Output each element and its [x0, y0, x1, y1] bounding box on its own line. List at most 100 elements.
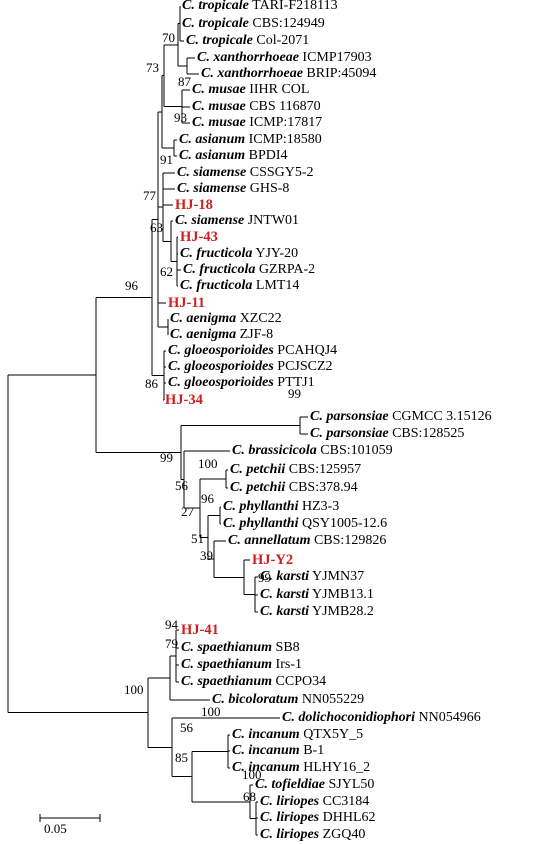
taxon-species-name: C. liriopes [260, 810, 320, 825]
bootstrap-value: 99 [258, 570, 271, 585]
bootstrap-value: 51 [191, 531, 204, 546]
taxon-strain-id: BPDI4 [248, 148, 288, 163]
taxon-label: C. siamense CSSGY5-2 [177, 165, 314, 181]
taxon-strain-id: Col-2071 [256, 33, 310, 48]
bootstrap-value: 99 [160, 450, 173, 465]
taxon-label: C. aenigma ZJF-8 [170, 327, 273, 343]
taxon-species-name: C. tropicale [186, 33, 253, 48]
bootstrap-value: 56 [175, 478, 188, 493]
taxon-species-name: C. brassicicola [232, 443, 317, 458]
taxon-species-name: C. phyllanthi [223, 499, 299, 514]
taxon-species-name: C. gloeosporioides [168, 359, 274, 374]
taxon-label: C. phyllanthi HZ3-3 [223, 499, 339, 515]
taxon-strain-id: HLHY16_2 [303, 760, 371, 775]
taxon-strain-id: ICMP:17817 [249, 115, 323, 130]
taxon-label: C. tropicale Col-2071 [186, 33, 309, 49]
taxon-species-name: C. musae [192, 82, 246, 97]
taxon-label: C. bicoloratum NN055229 [212, 692, 364, 708]
taxon-label: C. dolichoconidiophori NN054966 [282, 710, 481, 726]
bootstrap-value: 73 [146, 60, 159, 75]
taxon-label: C. liriopes CC3184 [260, 794, 369, 810]
taxon-label: C. aenigma XZC22 [170, 311, 282, 327]
taxon-species-name: C. siamense [175, 213, 245, 228]
bootstrap-value: 86 [145, 376, 158, 391]
taxon-species-name: C. phyllanthi [223, 516, 299, 531]
taxon-label: C. siamense GHS-8 [177, 181, 289, 197]
taxon-strain-id: YJMB28.2 [312, 604, 374, 619]
taxon-label: C. tofieldiae SJYL50 [255, 777, 374, 793]
taxon-species-name: C. liriopes [260, 827, 320, 842]
taxon-strain-id: HJ-Y2 [252, 552, 294, 568]
taxon-label: C. incanum QTX5Y_5 [232, 727, 363, 743]
taxon-label: C. liriopes ZGQ40 [260, 827, 365, 843]
taxon-strain-id: ICMP17903 [302, 50, 372, 65]
taxon-strain-id: HJ-41 [181, 622, 219, 638]
taxon-strain-id: ZJF-8 [239, 327, 274, 342]
taxon-species-name: C. incanum [232, 760, 300, 775]
bootstrap-value: 63 [150, 220, 163, 235]
taxon-label: C. musae IIHR COL [192, 82, 309, 98]
taxon-species-name: C. petchii [230, 462, 286, 477]
bootstrap-value: 100 [124, 682, 144, 697]
taxon-strain-id: PCAHQJ4 [277, 343, 338, 358]
bootstrap-value: 94 [165, 617, 178, 632]
taxon-label: C. musae ICMP:17817 [192, 115, 322, 131]
bootstrap-value: 27 [181, 504, 194, 519]
scale-bar-label: 0.05 [44, 821, 67, 836]
taxon-species-name: C. gloeosporioides [168, 343, 274, 358]
taxon-label: C. karsti YJMN37 [260, 569, 364, 585]
taxon-label: C. fructicola GZRPA-2 [183, 262, 315, 278]
taxon-strain-id: BRIP:45094 [306, 66, 377, 81]
taxon-label: C. spaethianum Irs-1 [181, 657, 302, 673]
taxon-species-name: C. liriopes [260, 794, 320, 809]
taxon-label: C. asianum ICMP:18580 [179, 132, 322, 148]
taxon-label: C. siamense JNTW01 [175, 213, 299, 229]
bootstrap-value: 68 [243, 789, 256, 804]
taxon-strain-id: XZC22 [239, 311, 282, 326]
bootstrap-value: 100 [198, 456, 218, 471]
taxon-strain-id: CBS:101059 [320, 443, 393, 458]
taxon-strain-id: LMT14 [255, 278, 300, 293]
taxon-label: C. musae CBS 116870 [192, 99, 321, 115]
bootstrap-value: 79 [165, 636, 178, 651]
bootstrap-value: 96 [125, 278, 138, 293]
taxon-strain-id: CGMCC 3.15126 [392, 409, 492, 424]
taxon-species-name: C. bicoloratum [212, 692, 299, 707]
taxon-species-name: C. siamense [177, 181, 247, 196]
bootstrap-value: 87 [178, 74, 191, 89]
bootstrap-value: 77 [143, 188, 156, 203]
taxon-strain-id: CBS:378.94 [288, 480, 358, 495]
taxon-strain-id: ZGQ40 [322, 827, 366, 842]
taxon-strain-id: YJY-20 [255, 246, 299, 261]
taxon-label: C. fructicola LMT14 [180, 278, 299, 294]
taxon-strain-id: CBS:129826 [313, 533, 387, 548]
taxon-label: C. fructicola YJY-20 [180, 246, 298, 262]
taxon-strain-id: GHS-8 [249, 181, 290, 196]
taxon-species-name: C. siamense [177, 165, 247, 180]
taxon-species-name: C. musae [192, 115, 246, 130]
taxon-strain-id: YJMB13.1 [312, 587, 374, 602]
taxon-strain-id: PTTJ1 [277, 375, 315, 390]
bootstrap-value: 91 [160, 152, 173, 167]
taxon-strain-id: CC3184 [322, 794, 370, 809]
taxon-strain-id: CBS 116870 [249, 99, 321, 114]
taxon-label: C. gloeosporioides PCAHQJ4 [168, 343, 337, 359]
taxon-species-name: C. fructicola [183, 262, 256, 277]
isolate-label: HJ-Y2 [252, 552, 293, 568]
taxon-species-name: C. parsonsiae [310, 409, 389, 424]
taxon-label: C. petchii CBS:125957 [230, 462, 361, 478]
taxon-strain-id: CBS:125957 [288, 462, 362, 477]
taxon-species-name: C. xanthorrhoeae [201, 66, 303, 81]
taxon-label: C. gloeosporioides PTTJ1 [168, 375, 315, 391]
taxon-label: C. phyllanthi QSY1005-12.6 [223, 516, 387, 532]
taxon-label: C. xanthorrhoeae ICMP17903 [197, 50, 372, 66]
bootstrap-value: 99 [288, 386, 301, 401]
taxon-label: C. parsonsiae CBS:128525 [310, 426, 464, 442]
taxon-label: C. spaethianum CCPO34 [181, 674, 326, 690]
taxon-strain-id: IIHR COL [249, 82, 310, 97]
taxon-label: C. annellatum CBS:129826 [228, 533, 386, 549]
taxon-label: C. brassicicola CBS:101059 [232, 443, 393, 459]
bootstrap-value: 100 [201, 704, 221, 719]
bootstrap-value: 39 [200, 548, 213, 563]
taxon-species-name: C. petchii [230, 480, 286, 495]
